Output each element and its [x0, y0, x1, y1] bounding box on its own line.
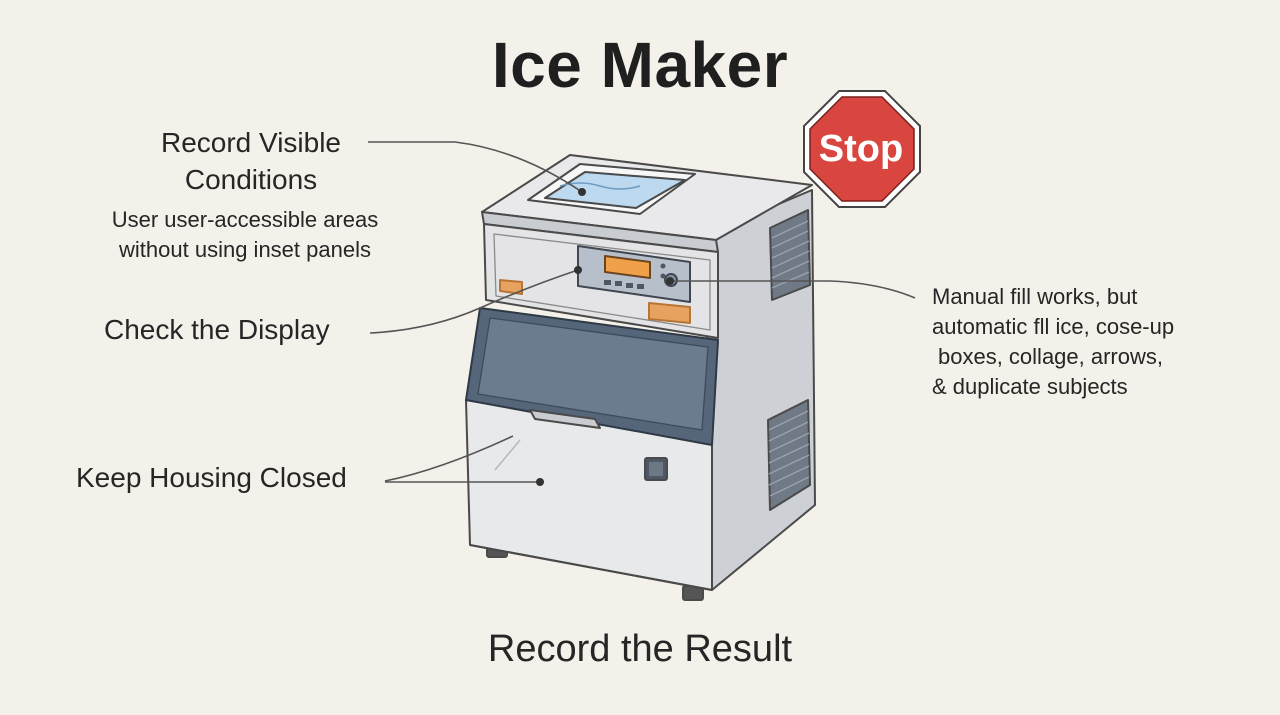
manual-fill-line: boxes, collage, arrows, [938, 344, 1163, 369]
ice-water [544, 171, 686, 209]
manual-fill-line: & duplicate subjects [932, 374, 1128, 399]
upper-vent [769, 209, 811, 301]
record-visible-label: Record Visible Conditions [160, 127, 342, 195]
left-accent-tab [499, 279, 523, 295]
bin-window [477, 317, 709, 431]
manual-fill-note: Manual fill works, but automatic fll ice… [932, 282, 1232, 402]
accessible-areas-note: User user-accessible areas without using… [111, 207, 379, 262]
stop-sign-icon [803, 90, 921, 208]
callout-line-housing-upper [384, 435, 514, 482]
keep-housing-label: Keep Housing Closed [76, 462, 347, 493]
manual-fill-line: Manual fill works, but [932, 284, 1138, 309]
callout-line-record [368, 141, 583, 193]
stop-sign-text: Stop [818, 128, 904, 170]
record-result-label: Record the Result [487, 628, 793, 670]
right-accent-tab [648, 302, 691, 324]
manual-fill-line: automatic fll ice, cose-up [932, 314, 1175, 339]
callout-line-display [369, 269, 579, 334]
callout-line-manual-fill [670, 280, 916, 299]
check-display-label: Check the Display [104, 314, 330, 345]
lower-vent [767, 399, 811, 511]
door-handle [529, 409, 601, 429]
page-title: Ice Maker [491, 29, 789, 101]
display-screen [604, 255, 651, 279]
